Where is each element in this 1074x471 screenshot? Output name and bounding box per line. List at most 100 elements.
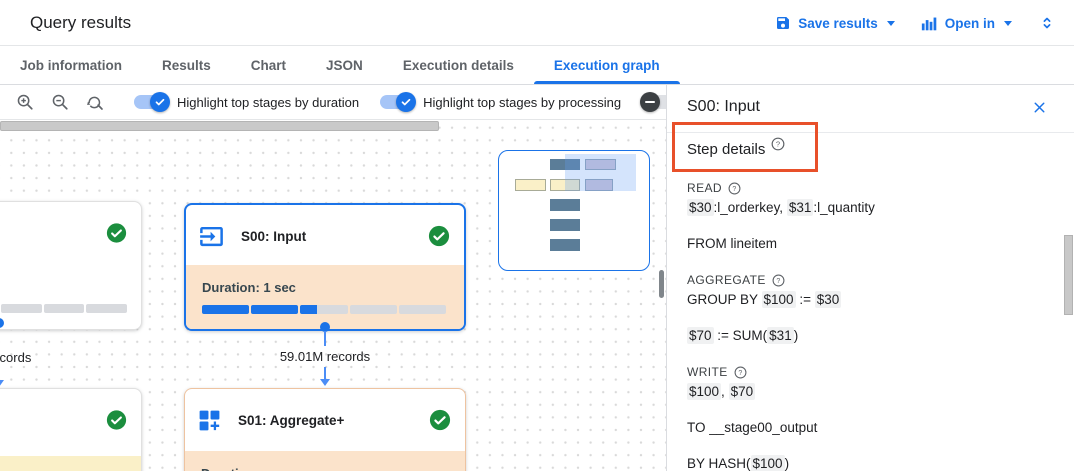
header-actions: Save results Open in [775,0,1056,46]
stage-card-s00[interactable]: S00: Input Duration: 1 sec [184,203,466,331]
help-icon[interactable]: ? [771,137,785,158]
stage-duration-label: Duration: 1 sec [202,280,296,295]
open-in-label: Open in [944,15,995,31]
progress-segment [300,305,348,314]
close-icon [1031,99,1048,116]
edge-record-count: 59.01M records [279,349,371,364]
tab-execution-details[interactable]: Execution details [403,46,514,84]
tab-execution-graph[interactable]: Execution graph [533,46,680,84]
zoom-reset-button[interactable] [78,93,113,112]
caret-down-icon [886,20,895,26]
unfold-more-icon [1038,14,1056,32]
minimap-viewport[interactable] [565,154,636,191]
progress-segment [251,305,299,314]
variable-chip: $100 [750,455,785,471]
tab-job-information[interactable]: Job information [20,46,122,84]
section-label: AGGREGATE ? [687,270,1050,290]
edge-dot [0,318,4,328]
section-row: $30:l_orderkey, $31:l_quantity [687,199,875,216]
variable-chip: $100 [687,383,722,400]
help-icon[interactable]: ? [772,274,785,287]
highlight-duration-label: Highlight top stages by duration [177,94,360,110]
minimap-stage-block [550,219,580,231]
minimap-stage-block [515,179,546,191]
tab-label: Job information [20,57,122,73]
variable-chip: $31 [786,199,814,216]
save-icon [775,15,791,31]
svg-text:?: ? [776,140,780,149]
graph-canvas[interactable]: records [0,120,666,471]
progress-segment [1,304,42,313]
tab-label: Results [162,57,211,73]
tab-label: Chart [250,57,287,73]
minimap-stage-block [550,159,580,170]
panel-title: S00: Input [687,98,760,115]
edge-record-count: records [0,350,32,365]
tab-chart[interactable]: Chart [251,46,286,84]
header: Query results Save results Open in [0,0,1074,46]
s00-progress-bar [202,305,447,314]
execution-graph-region: Highlight top stages by duration Highlig… [0,85,677,471]
expand-collapse-button[interactable] [1038,14,1056,32]
progress-segment [86,304,128,313]
stage-card-partial[interactable] [0,388,142,471]
panel-header: S00: Input [667,85,1074,133]
horizontal-scrollbar-thumb[interactable] [0,121,439,131]
graph-vertical-scrollbar-thumb[interactable] [659,270,664,298]
caret-down-icon [1004,20,1012,26]
svg-text:?: ? [732,185,736,192]
minimap-blocks [499,151,649,270]
edge-arrow [320,379,330,386]
save-results-button[interactable]: Save results [775,15,895,31]
highlight-duration-toggle[interactable] [133,92,170,112]
section-row: BY HASH($100) [687,455,790,471]
stage-complete-icon [106,223,127,244]
stage-complete-icon [428,225,450,247]
variable-chip: $30 [687,199,714,216]
edge-line [324,331,326,346]
tab-json[interactable]: JSON [326,46,363,84]
tab-label: Execution graph [553,57,660,73]
section-row: $100, $70 [687,383,756,400]
highlight-processing-toggle[interactable] [379,92,417,112]
tab-label: Execution details [402,57,514,73]
progress-segment [349,305,397,314]
chart-icon [921,15,938,32]
section-row: FROM lineitem [687,236,778,251]
tab-results[interactable]: Results [162,46,211,84]
left-card-progress-bar [1,304,128,313]
minimap-stage-block [550,239,580,251]
input-stage-icon [198,223,225,250]
tab-label: JSON [326,57,363,73]
graph-minimap[interactable] [498,150,650,271]
progress-segment [43,304,85,313]
highlight-processing-label: Highlight top stages by processing [423,94,622,110]
graph-toolbar: Highlight top stages by duration Highlig… [0,85,677,120]
help-icon[interactable]: ? [728,182,741,195]
variable-chip: $100 [761,291,796,308]
variable-chip: $30 [814,291,842,308]
variable-chip: $70 [687,327,714,344]
zoom-in-button[interactable] [8,93,43,112]
progress-segment [398,305,447,314]
section-row: TO __stage00_output [687,420,818,435]
progress-segment [202,305,250,314]
panel-scrollbar-thumb[interactable] [1064,235,1073,315]
minimap-stage-block [550,199,580,211]
results-tabs: Job information Results Chart JSON Execution… [0,46,1074,85]
stage-card-s01[interactable]: S01: Aggregate+ Duration: [184,388,466,471]
close-panel-button[interactable] [1031,99,1048,116]
step-details-panel: S00: Input Step details ? READ ? $30:l_o… [666,85,1074,471]
edge-line [324,367,326,379]
minimap-stage-block [585,179,613,191]
variable-chip: $31 [767,327,794,344]
stage-title: S01: Aggregate+ [238,412,345,428]
content: Highlight top stages by duration Highlig… [0,85,1074,471]
zoom-out-button[interactable] [43,93,78,112]
stage-card-partial[interactable] [0,201,142,330]
open-in-button[interactable]: Open in [921,15,1012,32]
help-icon[interactable]: ? [734,366,747,379]
variable-chip: $70 [728,383,756,400]
edge-dot [320,322,330,332]
